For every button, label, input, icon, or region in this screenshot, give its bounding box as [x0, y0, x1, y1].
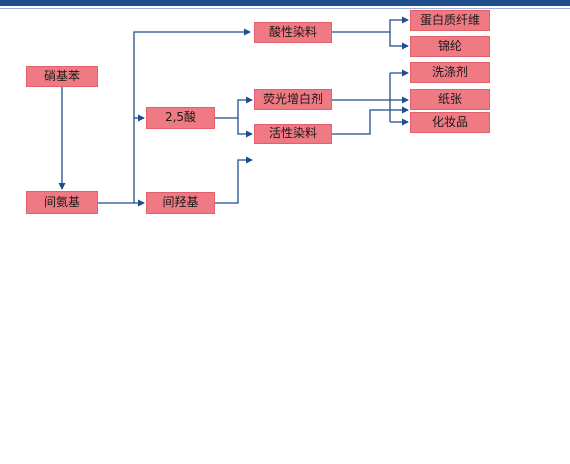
node-meta-hydroxy: 间羟基: [146, 192, 215, 214]
header-bar: [0, 0, 570, 6]
node-acid-dye: 酸性染料: [254, 22, 332, 43]
node-reactive-dye: 活性染料: [254, 124, 332, 144]
node-meta-amino: 间氨基: [26, 191, 98, 214]
header-rule: [0, 8, 570, 9]
node-nylon: 锦纶: [410, 36, 490, 57]
node-fluorescent-whitener: 荧光增白剂: [254, 89, 332, 110]
node-cosmetics: 化妆品: [410, 112, 490, 133]
node-nitrobenzene: 硝基苯: [26, 66, 98, 87]
node-acid-2-5: 2,5酸: [146, 107, 215, 129]
node-paper: 纸张: [410, 89, 490, 110]
node-protein-fiber: 蛋白质纤维: [410, 10, 490, 31]
node-detergent: 洗涤剂: [410, 62, 490, 83]
